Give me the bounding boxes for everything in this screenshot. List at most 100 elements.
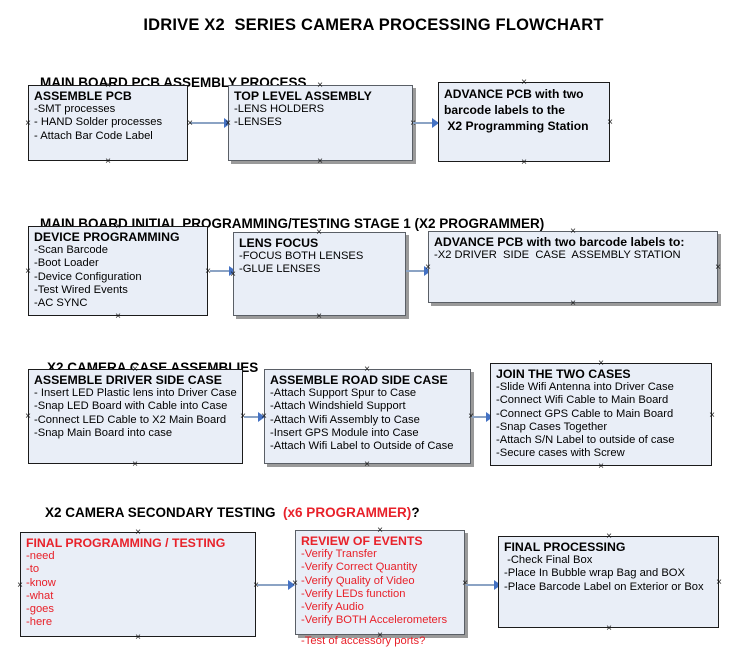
page-title: IDRIVE X2 SERIES CAMERA PROCESSING FLOWC… bbox=[143, 16, 604, 34]
node-assemble-driver-side-case[interactable]: ASSEMBLE DRIVER SIDE CASE - Insert LED P… bbox=[28, 369, 243, 464]
node-line: -LENS HOLDERS bbox=[234, 103, 325, 115]
node-assemble-pcb[interactable]: ASSEMBLE PCB -SMT processes - HAND Solde… bbox=[28, 85, 188, 161]
connector-top-level-to-advance-pcb bbox=[413, 122, 438, 124]
resize-handle-bottom[interactable] bbox=[605, 624, 614, 633]
node-line: -Verify Correct Quantity bbox=[301, 561, 418, 574]
resize-handle-top[interactable] bbox=[134, 528, 143, 537]
resize-handle-left[interactable] bbox=[24, 267, 33, 276]
node-advance-pcb-driver-side-station[interactable]: ADVANCE PCB with two barcode labels to: … bbox=[428, 231, 718, 303]
node-title: LENS FOCUS bbox=[239, 236, 319, 250]
node-line: - HAND Solder processes bbox=[34, 116, 163, 129]
section-heading-x2-camera-secondary-testing: X2 CAMERA SECONDARY TESTING (x6 PROGRAMM… bbox=[30, 490, 420, 535]
resize-handle-left[interactable] bbox=[24, 412, 33, 421]
node-title: JOIN THE TWO CASES bbox=[496, 367, 631, 381]
node-title: DEVICE PROGRAMMING bbox=[34, 230, 180, 244]
node-line: -FOCUS BOTH LENSES bbox=[239, 250, 364, 262]
node-title: REVIEW OF EVENTS bbox=[301, 534, 423, 548]
node-line: -GLUE LENSES bbox=[239, 263, 321, 276]
resize-handle-right[interactable] bbox=[714, 263, 723, 272]
resize-handle-left[interactable] bbox=[224, 119, 233, 128]
resize-handle-right[interactable] bbox=[708, 411, 717, 420]
node-line: X2 Programming Station bbox=[444, 119, 589, 133]
node-line: -here bbox=[26, 616, 53, 629]
resize-handle-top[interactable] bbox=[104, 81, 113, 90]
node-advance-pcb-programming-station[interactable]: ADVANCE PCB with two barcode labels to t… bbox=[438, 82, 610, 162]
resize-handle-bottom[interactable] bbox=[316, 157, 325, 166]
resize-handle-bottom[interactable] bbox=[363, 460, 372, 469]
resize-handle-top[interactable] bbox=[363, 365, 372, 374]
resize-handle-top[interactable] bbox=[569, 227, 578, 236]
connector-road-case-to-join-cases bbox=[472, 416, 492, 418]
resize-handle-top[interactable] bbox=[316, 81, 325, 90]
resize-handle-right[interactable] bbox=[606, 118, 615, 127]
node-line: -Verify Transfer bbox=[301, 548, 377, 560]
node-line: -X2 DRIVER SIDE CASE ASSEMBLY STATION bbox=[434, 249, 681, 261]
section-heading-text: X2 CAMERA SECONDARY TESTING bbox=[45, 505, 284, 520]
node-line: -Scan Barcode bbox=[34, 244, 109, 256]
node-line: barcode labels to the bbox=[444, 103, 565, 117]
resize-handle-right[interactable] bbox=[461, 579, 470, 588]
node-line: -Attach Windshield Support bbox=[270, 400, 406, 413]
resize-handle-left[interactable] bbox=[260, 412, 269, 421]
resize-handle-left[interactable] bbox=[16, 581, 25, 590]
node-line: ADVANCE PCB with two bbox=[444, 87, 584, 101]
node-line: -Snap LED Board with Cable into Case bbox=[34, 400, 228, 413]
resize-handle-top[interactable] bbox=[376, 526, 385, 535]
resize-handle-bottom[interactable] bbox=[376, 631, 385, 640]
resize-handle-bottom[interactable] bbox=[104, 157, 113, 166]
node-line: -Place Barcode Label on Exterior or Box bbox=[504, 580, 704, 593]
resize-handle-top[interactable] bbox=[315, 228, 324, 237]
connector-lens-focus-to-advance-pcb-driver bbox=[406, 270, 430, 272]
node-title: ASSEMBLE ROAD SIDE CASE bbox=[270, 373, 448, 387]
node-final-programming-testing[interactable]: FINAL PROGRAMMING / TESTING -need -to -k… bbox=[20, 532, 256, 637]
resize-handle-bottom[interactable] bbox=[597, 462, 606, 471]
resize-handle-top[interactable] bbox=[605, 532, 614, 541]
node-line: -AC SYNC bbox=[34, 297, 88, 310]
resize-handle-bottom[interactable] bbox=[134, 633, 143, 642]
node-line: -to bbox=[26, 563, 40, 576]
node-line: -Boot Loader bbox=[34, 257, 99, 270]
connector-review-events-to-final-processing bbox=[466, 584, 499, 586]
node-final-processing[interactable]: FINAL PROCESSING -Check Final Box -Place… bbox=[498, 536, 719, 628]
node-line: -Connect Wifi Cable to Main Board bbox=[496, 394, 669, 407]
node-line: -Connect LED Cable to X2 Main Board bbox=[34, 413, 227, 426]
resize-handle-bottom[interactable] bbox=[569, 299, 578, 308]
node-top-level-assembly[interactable]: TOP LEVEL ASSEMBLY -LENS HOLDERS -LENSES bbox=[228, 85, 413, 161]
connector-handle-start[interactable] bbox=[186, 119, 195, 128]
node-line: -LENSES bbox=[234, 116, 282, 129]
resize-handle-left[interactable] bbox=[291, 579, 300, 588]
node-line: -Place In Bubble wrap Bag and BOX bbox=[504, 567, 685, 580]
connector-driver-case-to-road-case bbox=[244, 416, 264, 418]
node-line: -Snap Main Board into case bbox=[34, 426, 173, 439]
resize-handle-bottom[interactable] bbox=[131, 460, 140, 469]
node-join-the-two-cases[interactable]: JOIN THE TWO CASES -Slide Wifi Antenna i… bbox=[490, 363, 712, 466]
resize-handle-top[interactable] bbox=[114, 222, 123, 231]
resize-handle-left[interactable] bbox=[24, 119, 33, 128]
arrowhead-icon bbox=[486, 412, 493, 422]
resize-handle-bottom[interactable] bbox=[520, 158, 529, 167]
resize-handle-right[interactable] bbox=[715, 578, 724, 587]
section-heading-red-text: (x6 PROGRAMMER) bbox=[283, 505, 412, 520]
node-line: -Attach S/N Label to outside of case bbox=[496, 434, 675, 447]
resize-handle-top[interactable] bbox=[597, 359, 606, 368]
resize-handle-bottom[interactable] bbox=[315, 312, 324, 321]
node-line: -what bbox=[26, 589, 54, 602]
resize-handle-top[interactable] bbox=[131, 365, 140, 374]
resize-handle-top[interactable] bbox=[520, 78, 529, 87]
node-line: -Snap Cases Together bbox=[496, 420, 608, 433]
node-line: -Attach Wifi Label to Outside of Case bbox=[270, 440, 454, 453]
node-lens-focus[interactable]: LENS FOCUS -FOCUS BOTH LENSES -GLUE LENS… bbox=[233, 232, 406, 316]
node-title: TOP LEVEL ASSEMBLY bbox=[234, 89, 372, 103]
node-review-of-events[interactable]: REVIEW OF EVENTS -Verify Transfer -Verif… bbox=[295, 530, 465, 647]
node-line: -know bbox=[26, 576, 56, 589]
node-assemble-road-side-case[interactable]: ASSEMBLE ROAD SIDE CASE -Attach Support … bbox=[264, 369, 471, 464]
node-line: - Insert LED Plastic lens into Driver Ca… bbox=[34, 387, 237, 399]
node-line: -Verify BOTH Accelerometers bbox=[301, 614, 448, 627]
resize-handle-bottom[interactable] bbox=[114, 312, 123, 321]
resize-handle-left[interactable] bbox=[229, 270, 238, 279]
resize-handle-left[interactable] bbox=[424, 263, 433, 272]
node-device-programming[interactable]: DEVICE PROGRAMMING -Scan Barcode -Boot L… bbox=[28, 226, 208, 316]
node-line: -Verify Audio bbox=[301, 601, 364, 614]
node-title: ASSEMBLE DRIVER SIDE CASE bbox=[34, 373, 222, 387]
